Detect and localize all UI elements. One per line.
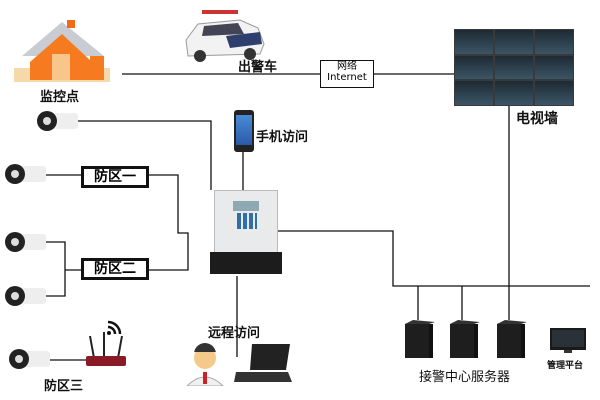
- monitor-icon: [550, 328, 586, 353]
- server-icon: [405, 320, 435, 358]
- server-icon: [497, 320, 527, 358]
- server-icon: [450, 320, 480, 358]
- police-car-label: 出警车: [238, 60, 278, 75]
- laptop-icon: [234, 344, 292, 382]
- remote-access-label: 远程访问: [208, 326, 261, 341]
- mobile-phone-icon: [234, 110, 254, 152]
- camera-icon: [9, 349, 50, 369]
- controller-base: [210, 252, 282, 274]
- internet-label-en: Internet: [327, 72, 367, 83]
- alarm-controller-icon: [214, 190, 278, 254]
- internet-label-cn: 网络: [337, 61, 357, 72]
- camera-icon: [5, 164, 46, 184]
- user-icon: [186, 343, 224, 386]
- internet-node: 网络 Internet: [320, 60, 374, 88]
- management-platform-label: 管理平台: [547, 361, 584, 371]
- police-car-icon: [185, 10, 265, 62]
- tv-wall-icon: [454, 29, 574, 106]
- tv-wall-label: 电视墙: [516, 111, 558, 127]
- zone1-box: 防区一: [81, 166, 149, 188]
- camera-icon: [5, 286, 46, 306]
- camera-icon: [5, 232, 46, 252]
- line-camera1-to-controller: [78, 120, 212, 190]
- alarm-servers-label: 接警中心服务器: [419, 370, 511, 385]
- zone3-label: 防区三: [44, 379, 84, 394]
- router-icon: [86, 320, 126, 366]
- line-cameras-to-zone2: [45, 241, 66, 297]
- monitor-point-label: 监控点: [40, 90, 80, 105]
- camera-icon: [37, 111, 78, 131]
- house-icon: [14, 20, 110, 82]
- mobile-access-label: 手机访问: [256, 130, 309, 145]
- line-controller-to-server-bus: [276, 230, 590, 287]
- line-zone1-zone2-merge: [146, 174, 189, 271]
- zone2-box: 防区二: [81, 258, 149, 280]
